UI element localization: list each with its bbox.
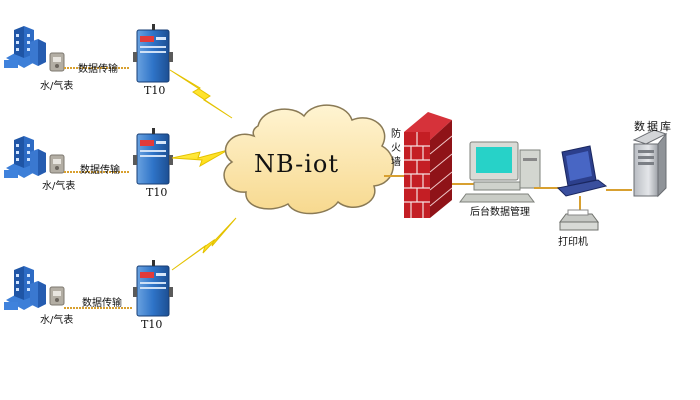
firewall-char: 墙: [391, 157, 401, 168]
firewall-icon: [404, 112, 453, 218]
meter-label: 水/气表: [40, 315, 74, 326]
backend-label: 后台数据管理: [470, 207, 530, 218]
firewall-char: 火: [391, 143, 401, 154]
meter-row-2: [4, 128, 229, 185]
data-transfer-label: 数据传输: [78, 64, 118, 75]
meter-row-1: [4, 24, 233, 119]
computer-icon: [459, 141, 541, 203]
printer-label: 打印机: [558, 237, 588, 248]
firewall-char: 防: [391, 129, 401, 140]
t10-device-label: T10: [146, 186, 168, 199]
meter-icon: [49, 52, 65, 72]
building-icon: [4, 26, 46, 68]
building-icon: [4, 266, 46, 310]
data-transfer-label: 数据传输: [82, 298, 122, 309]
nb-iot-cloud: [223, 104, 395, 215]
meter-label: 水/气表: [42, 181, 76, 192]
t10-device-icon: [133, 128, 173, 185]
printer-icon: [559, 209, 599, 231]
building-icon: [4, 136, 46, 178]
meter-label: 水/气表: [40, 81, 74, 92]
database-label: 数据库: [634, 120, 673, 133]
workstation-icon: [556, 145, 608, 197]
lightning-bolt-2: [171, 149, 229, 168]
database-server-icon: [632, 129, 668, 198]
lightning-bolt-3: [171, 217, 237, 271]
lightning-bolt-1: [169, 69, 233, 119]
t10-device-label: T10: [144, 84, 166, 97]
t10-device-icon: [133, 260, 173, 317]
nb-iot-label: NB-iot: [254, 150, 339, 178]
t10-device-icon: [133, 24, 173, 83]
data-transfer-label: 数据传输: [80, 165, 120, 176]
firewall-label: 防 火 墙: [390, 128, 402, 170]
meter-icon: [49, 154, 65, 174]
t10-device-label: T10: [141, 318, 163, 331]
meter-icon: [49, 286, 65, 306]
meter-row-3: [4, 217, 237, 317]
